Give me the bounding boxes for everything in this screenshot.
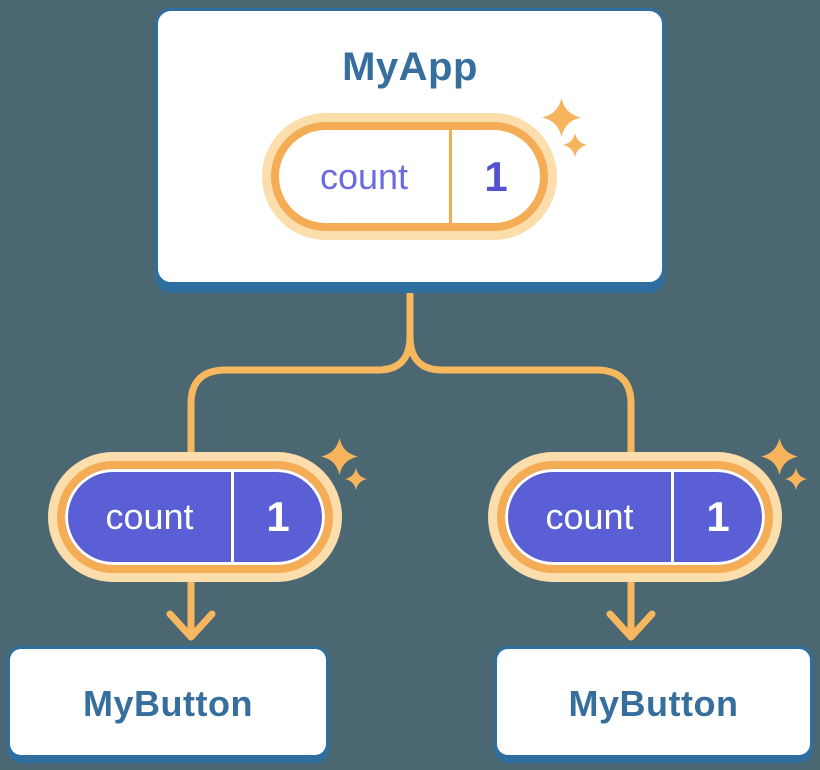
state-pill-ring: count 1 [497,461,773,573]
arrow-right-head [606,610,656,641]
state-value: 1 [706,493,730,540]
state-pill-left: count 1 [48,452,342,582]
state-name: count [545,496,634,537]
state-value: 1 [484,152,508,200]
state-pill-divider [449,130,452,223]
state-name: count [105,496,194,537]
arrow-left-head [166,610,216,641]
state-pill-ring: count 1 [57,461,333,573]
connector-branch-left [187,332,414,462]
state-name: count [319,155,409,197]
component-title: MyButton [568,683,739,724]
state-pill-right: count 1 [488,452,782,582]
component-title: MyButton [83,683,253,724]
component-card-mybutton-left: MyButton [7,646,329,758]
sparkle-icon [563,133,587,157]
state-pill-divider [671,472,674,562]
component-card-mybutton-right: MyButton [494,646,813,758]
sparkle-icon [542,98,581,137]
connector-branch-right [406,332,635,462]
state-pill-divider [231,472,234,562]
component-title: MyApp [342,45,478,89]
state-pill-root: count 1 [262,113,557,240]
state-value: 1 [266,493,290,540]
sparkle-icon [785,468,807,490]
sparkle-icon [345,468,367,490]
sparkle-icon [761,438,798,475]
state-pill-ring: count 1 [271,122,548,231]
sparkle-icon [321,438,358,475]
